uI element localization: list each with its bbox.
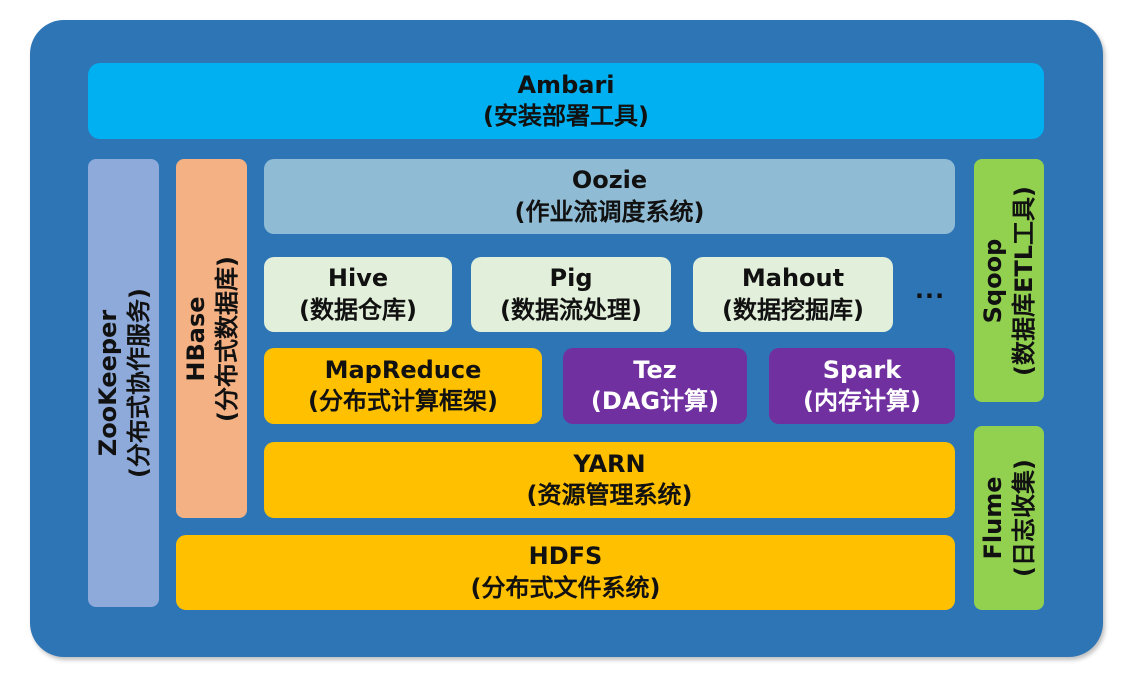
mapreduce-desc: (分布式计算框架) <box>308 387 498 415</box>
zookeeper-desc: (分布式协作服务) <box>124 288 153 478</box>
flume-desc: (日志收集) <box>1010 459 1038 577</box>
flume-box: Flume (日志收集) <box>974 426 1044 610</box>
zookeeper-label: ZooKeeper (分布式协作服务) <box>92 288 154 478</box>
mahout-desc: (数据挖掘库) <box>722 295 864 324</box>
mahout-name: Mahout <box>741 264 845 293</box>
flume-label: Flume (日志收集) <box>978 459 1040 577</box>
hive-name: Hive <box>327 264 389 293</box>
spark-name: Spark <box>822 355 902 384</box>
mapreduce-name: MapReduce <box>324 355 482 384</box>
hbase-name: HBase <box>181 295 210 382</box>
sqoop-box: Sqoop (数据库ETL工具) <box>974 159 1044 402</box>
zookeeper-name: ZooKeeper <box>93 309 122 457</box>
spark-desc: (内存计算) <box>803 387 921 415</box>
sqoop-desc: (数据库ETL工具) <box>1010 185 1038 376</box>
hdfs-box: HDFS (分布式文件系统) <box>176 535 955 610</box>
oozie-name: Oozie <box>571 166 648 195</box>
sqoop-name: Sqoop <box>978 238 1007 323</box>
more-components-ellipsis: ... <box>914 276 946 304</box>
mahout-box: Mahout (数据挖掘库) <box>693 257 893 332</box>
ambari-box: Ambari (安装部署工具) <box>88 63 1044 139</box>
flume-name: Flume <box>978 476 1007 560</box>
oozie-box: Oozie (作业流调度系统) <box>264 159 955 234</box>
yarn-name: YARN <box>573 449 646 478</box>
hdfs-name: HDFS <box>528 542 603 571</box>
hdfs-desc: (分布式文件系统) <box>470 573 661 602</box>
hbase-desc: (分布式数据库) <box>212 255 241 422</box>
pig-name: Pig <box>549 264 593 293</box>
hive-desc: (数据仓库) <box>299 295 417 324</box>
hbase-label: HBase (分布式数据库) <box>180 256 242 422</box>
ambari-name: Ambari <box>517 70 615 99</box>
tez-desc: (DAG计算) <box>590 387 720 415</box>
mapreduce-box: MapReduce (分布式计算框架) <box>264 348 542 424</box>
tez-box: Tez (DAG计算) <box>563 348 747 424</box>
sqoop-label: Sqoop (数据库ETL工具) <box>978 186 1040 376</box>
hbase-box: HBase (分布式数据库) <box>176 159 247 518</box>
tez-name: Tez <box>633 355 677 384</box>
oozie-desc: (作业流调度系统) <box>514 197 705 226</box>
pig-desc: (数据流处理) <box>500 295 642 324</box>
spark-box: Spark (内存计算) <box>769 348 955 424</box>
pig-box: Pig (数据流处理) <box>471 257 671 332</box>
yarn-box: YARN (资源管理系统) <box>264 442 955 518</box>
zookeeper-box: ZooKeeper (分布式协作服务) <box>88 159 159 607</box>
hive-box: Hive (数据仓库) <box>264 257 452 332</box>
yarn-desc: (资源管理系统) <box>526 481 693 509</box>
ambari-desc: (安装部署工具) <box>483 102 649 130</box>
